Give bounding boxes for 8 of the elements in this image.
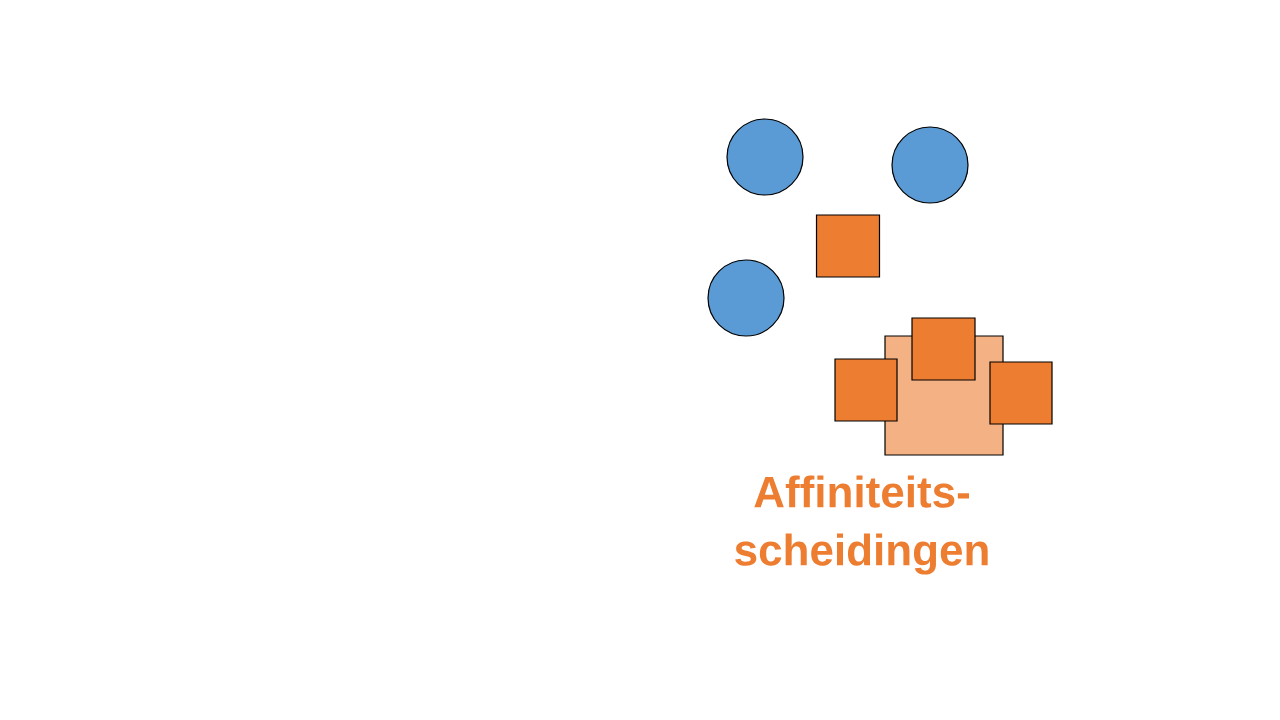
circle bbox=[707, 259, 785, 337]
circle bbox=[726, 118, 804, 196]
square bbox=[911, 317, 976, 381]
square bbox=[989, 361, 1053, 425]
caption-text: Affiniteits-scheidingen bbox=[735, 475, 988, 575]
circle bbox=[891, 126, 969, 204]
square bbox=[834, 358, 898, 422]
square bbox=[815, 214, 881, 278]
